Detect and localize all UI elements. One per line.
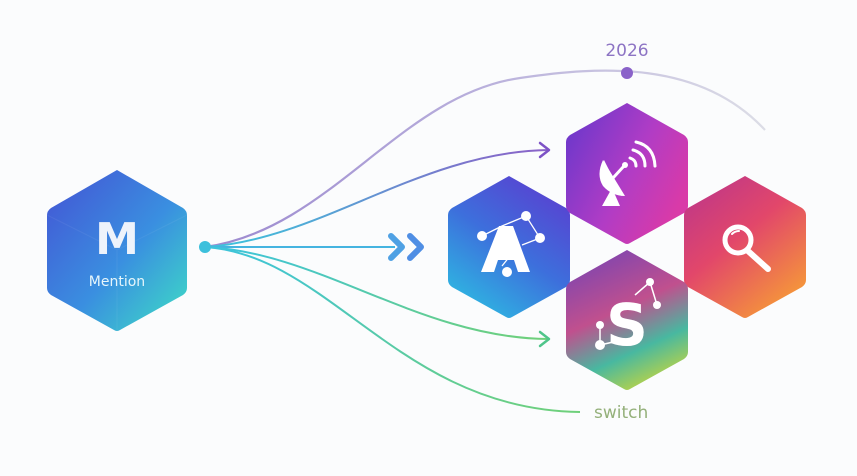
double-chevron-icon [388, 233, 424, 261]
letter-a-network-icon [477, 211, 545, 277]
timeline-marker [621, 67, 633, 79]
timeline-year-label: 2026 [605, 41, 649, 61]
source-dot [199, 241, 211, 253]
timeline-arc [204, 69, 766, 249]
source-node-label: Mention [88, 274, 146, 290]
source-node-mention[interactable] [46, 170, 188, 331]
svg-text:S: S [606, 291, 648, 359]
node-a-network[interactable] [448, 176, 570, 318]
satellite-dish-icon [599, 140, 657, 206]
arrow-head-bottom [538, 330, 551, 348]
magnifier-icon [722, 224, 771, 272]
node-s-network[interactable]: S [566, 250, 688, 390]
node-search[interactable] [684, 176, 806, 318]
branch-lines [204, 149, 581, 413]
branch-end-label: switch [594, 403, 649, 423]
letter-s-network-icon: S [595, 278, 661, 359]
arrow-head-top [538, 141, 551, 159]
node-satellite[interactable] [566, 103, 688, 244]
source-node-letter: M [95, 214, 139, 265]
